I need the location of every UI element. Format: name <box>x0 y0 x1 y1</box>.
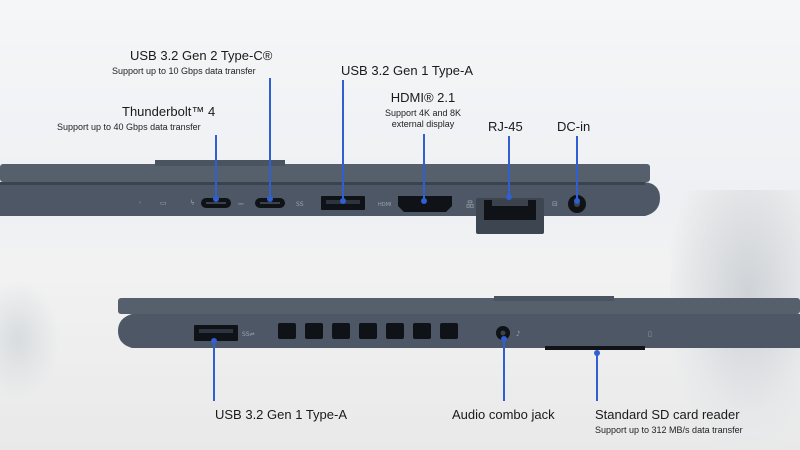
dc-in-connector-line <box>576 136 578 200</box>
hdmi-title: HDMI® 2.1 <box>390 90 456 105</box>
background-plant-blur <box>0 280 60 400</box>
rj45-connector-dot <box>506 194 512 200</box>
usb-a-top-connector-line <box>342 80 344 200</box>
svg-text:▭: ▭ <box>160 199 167 207</box>
usb-c-title: USB 3.2 Gen 2 Type-C® <box>130 48 273 63</box>
thunderbolt-title: Thunderbolt™ 4 <box>122 104 216 119</box>
thunderbolt-subtitle: Support up to 40 Gbps data transfer <box>57 122 201 132</box>
usb-c-connector-line <box>269 78 271 198</box>
laptop-left-side: ◦ ▭ ϟ ⎓ SS HDMI 品 ⊟ <box>0 160 660 234</box>
audio-connector-line <box>503 339 505 401</box>
hdmi-port-label: HDMI <box>378 202 391 208</box>
svg-text:◦: ◦ <box>138 199 142 207</box>
hdmi-subtitle-2: external display <box>391 119 455 129</box>
svg-text:ϟ: ϟ <box>190 199 195 207</box>
sd-title: Standard SD card reader <box>595 407 740 422</box>
audio-title: Audio combo jack <box>452 407 555 422</box>
usb-c-subtitle: Support up to 10 Gbps data transfer <box>112 66 256 76</box>
usb-c-connector-dot <box>267 196 273 202</box>
rj45-title: RJ-45 <box>488 119 523 134</box>
svg-text:SS⇌: SS⇌ <box>242 331 255 338</box>
hdmi-subtitle-1: Support 4K and 8K <box>384 108 462 118</box>
svg-text:SS: SS <box>296 201 304 208</box>
usb-a-top-connector-dot <box>340 198 346 204</box>
sd-connector-line <box>596 353 598 401</box>
laptop-right-side: SS⇌ ♪ ▯ <box>118 296 800 350</box>
dc-in-title: DC-in <box>557 119 591 134</box>
thunderbolt-connector-dot <box>213 196 219 202</box>
usb-a-bottom-title: USB 3.2 Gen 1 Type-A <box>215 407 347 422</box>
svg-text:▯: ▯ <box>648 330 652 338</box>
svg-text:⊟: ⊟ <box>552 200 558 208</box>
sd-subtitle: Support up to 312 MB/s data transfer <box>595 425 743 435</box>
usb-a-bottom-connector-line <box>213 341 215 401</box>
hdmi-connector-dot <box>421 198 427 204</box>
hdmi-connector-line <box>423 134 425 200</box>
svg-text:⎓: ⎓ <box>238 200 244 208</box>
usb-a-top-title: USB 3.2 Gen 1 Type-A <box>341 63 473 78</box>
rj45-connector-line <box>508 136 510 196</box>
svg-text:♪: ♪ <box>516 330 520 338</box>
dc-in-connector-dot <box>574 198 580 204</box>
svg-text:品: 品 <box>466 200 474 209</box>
thunderbolt-connector-line <box>215 135 217 198</box>
